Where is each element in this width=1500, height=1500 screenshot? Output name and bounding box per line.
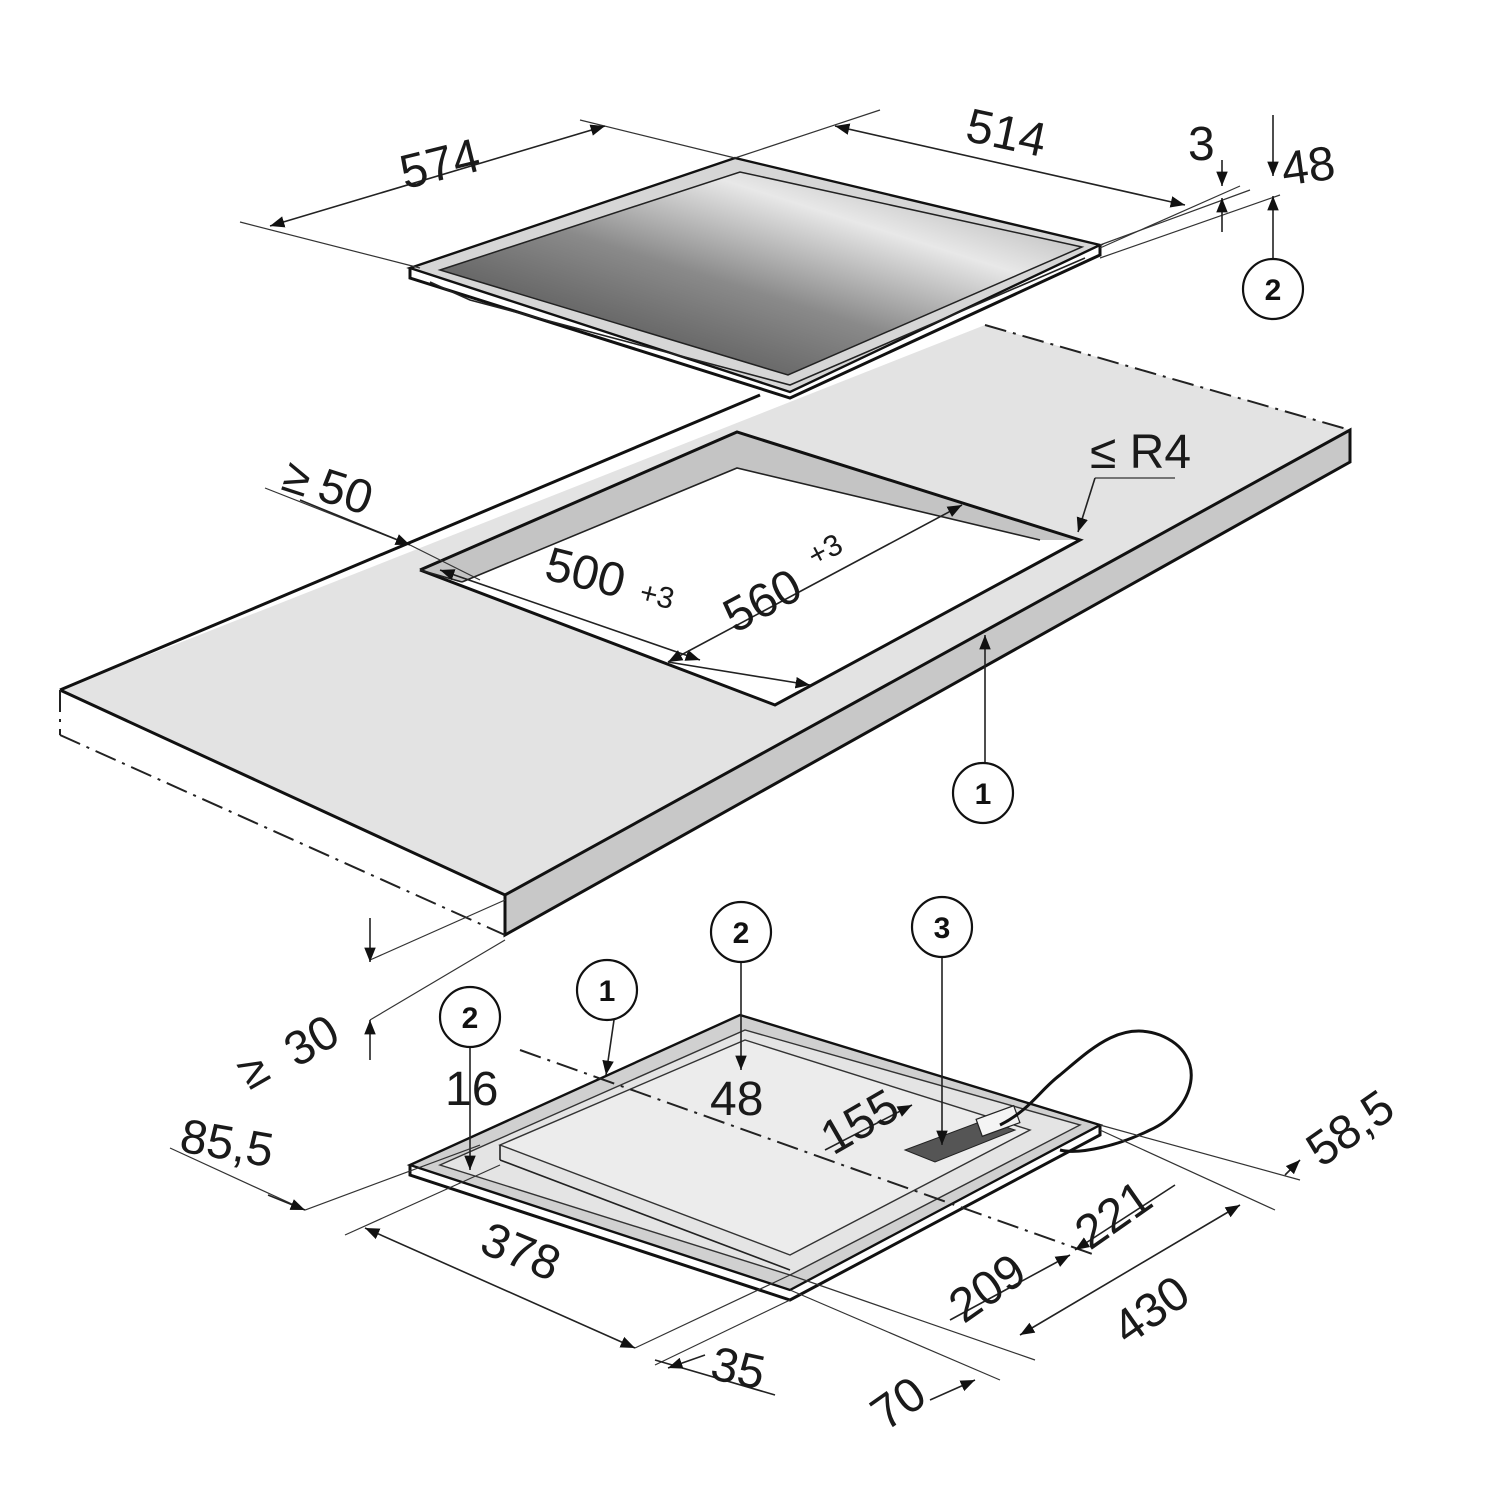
dim-48-underside: 48 [710,1073,763,1126]
dimension-lines [169,109,1301,1401]
svg-text:2: 2 [1265,274,1282,307]
svg-text:1: 1 [599,975,616,1008]
callout-2-underside-centre: 2 [709,900,773,964]
worktop [59,324,1352,938]
dim-378: 378 [474,1213,568,1292]
callout-2-top: 2 [1241,257,1305,321]
dim-48-top: 48 [1278,137,1338,197]
dim-58-5: 58,5 [1297,1080,1404,1177]
dim-574: 574 [395,129,486,200]
dim-min-50: 50 [312,459,379,526]
dim-min-30-prefix: ≥ [229,1041,278,1100]
dim-radius-r4: ≤ R4 [1090,426,1191,479]
dim-min-50-prefix: ≥ [276,449,317,508]
dim-min-30: 30 [276,1005,349,1078]
svg-text:2: 2 [733,917,750,950]
dim-35: 35 [706,1337,769,1400]
dim-70: 70 [862,1367,936,1441]
power-cable [999,1029,1193,1153]
svg-text:1: 1 [975,778,992,811]
dim-85-5: 85,5 [176,1110,277,1178]
callout-1-worktop: 1 [951,761,1015,825]
callout-1-underside: 1 [575,958,639,1022]
dim-430: 430 [1103,1266,1199,1355]
svg-text:3: 3 [934,912,951,945]
dim-16: 16 [445,1063,498,1116]
dim-209: 209 [940,1244,1036,1333]
callout-3-connection: 3 [910,895,974,959]
callout-2-underside-front: 2 [438,985,502,1049]
dim-3: 3 [1188,118,1215,171]
dim-500-tolerance: +3 [636,576,677,616]
svg-text:2: 2 [462,1002,479,1035]
hob-underside [406,1013,1193,1302]
